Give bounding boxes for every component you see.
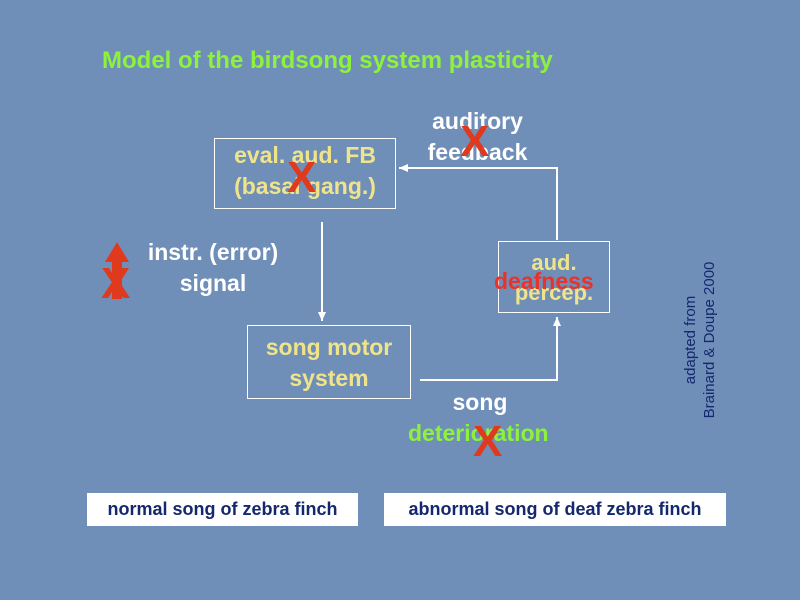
aud-percep-box: aud. percep. <box>498 241 610 313</box>
x-mark-feedback: X <box>460 117 490 166</box>
eval-box-line2: (basal gang.) <box>234 173 376 199</box>
abnormal-song-button[interactable]: abnormal song of deaf zebra finch <box>384 493 726 526</box>
motor-box-line2: system <box>289 365 369 391</box>
red-up-arrow-icon <box>105 242 129 299</box>
credit-line2: Brainard & Doupe 2000 <box>701 261 718 419</box>
song-label: song <box>452 389 508 415</box>
auditory-feedback-label: auditory feedback <box>410 106 545 168</box>
arrow-percep-to-eval <box>399 164 558 240</box>
deafness-label: deafness <box>494 268 594 294</box>
auditory-feedback-line2: feedback <box>427 139 528 165</box>
eval-box-line1: eval. aud. FB <box>234 142 376 168</box>
motor-box-line1: song motor <box>265 334 393 360</box>
normal-song-button[interactable]: normal song of zebra finch <box>87 493 358 526</box>
auditory-feedback-line1: auditory <box>432 108 523 134</box>
eval-aud-fb-box: eval. aud. FB (basal gang.) <box>214 138 396 209</box>
source-credit: adapted from Brainard & Doupe 2000 <box>681 262 719 419</box>
page-title: Model of the birdsong system plasticity <box>102 47 553 74</box>
instr-signal-line1: instr. (error) <box>147 239 279 265</box>
x-mark-deterioration: X <box>473 417 503 466</box>
x-mark-eval: X <box>287 153 317 202</box>
instr-error-signal-label: instr. (error) signal <box>132 237 294 299</box>
deterioration-label: deterioration <box>408 420 549 446</box>
percep-box-line2: percep. <box>514 280 594 305</box>
arrow-motor-to-percep <box>420 317 561 381</box>
credit-line1: adapted from <box>682 295 699 385</box>
song-motor-system-box: song motor system <box>247 325 411 399</box>
percep-box-line1: aud. <box>531 250 577 275</box>
instr-signal-line2: signal <box>179 270 247 296</box>
x-mark-signal: X <box>101 259 131 308</box>
